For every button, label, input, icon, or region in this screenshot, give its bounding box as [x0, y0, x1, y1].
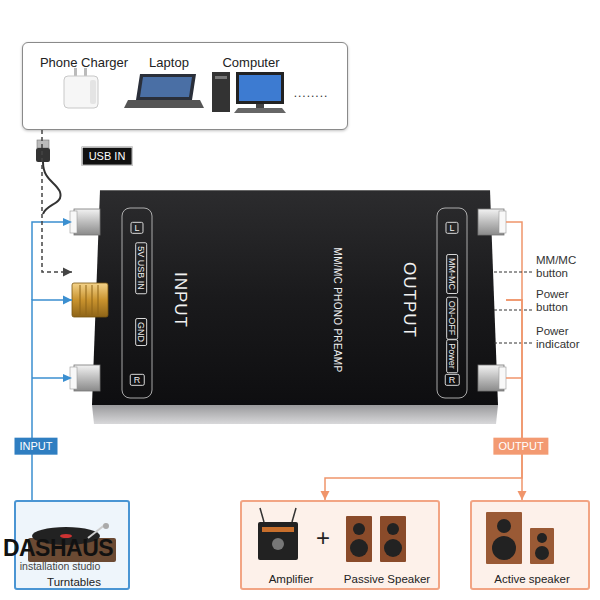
label-text: ON-OFF [446, 297, 458, 340]
rca-jack [70, 365, 100, 391]
label-text: Power indicator [536, 325, 598, 351]
device-edge-highlight [100, 190, 490, 191]
connector [42, 130, 72, 277]
node-text: Computer [222, 56, 279, 70]
output-branch-wire [506, 222, 522, 378]
node-text: ........ [294, 87, 329, 100]
connector-line [32, 300, 72, 500]
arrow-head [518, 491, 527, 500]
label-text: Power button [536, 288, 598, 314]
label-text: R [445, 374, 460, 386]
label-text: R [130, 374, 145, 386]
node-text: Passive Speaker [344, 573, 430, 586]
label-text: Power [446, 339, 458, 373]
label-text: OUTPUT [493, 438, 548, 455]
label-text: L [445, 222, 458, 234]
connector [506, 300, 527, 500]
label-text: installation studio [20, 560, 101, 572]
label-text: GND [135, 318, 147, 346]
rca-jack [478, 209, 506, 235]
label-text: L [130, 222, 143, 234]
panel-outline [437, 208, 467, 398]
rca-jack [70, 209, 100, 235]
label-text: MM-MC [446, 254, 458, 294]
connector [32, 296, 72, 501]
label-text: INPUT [15, 438, 58, 455]
arrow-head [63, 268, 72, 277]
rca-jack [478, 365, 506, 391]
panel-outline [122, 208, 152, 398]
label-text: OUTPUT [399, 262, 419, 338]
input-branch-wire [32, 222, 64, 378]
label-text: DASHAUS [3, 535, 113, 561]
label-text: + [316, 524, 330, 552]
connector [321, 300, 523, 500]
node-text: MM/MC PHONO PREAMP [332, 248, 343, 373]
connector-line [42, 130, 72, 272]
gnd-binding-post [72, 283, 108, 317]
label-text: MM/MC button [536, 254, 598, 280]
node-text: Turntables [47, 576, 101, 589]
device-front-face [92, 405, 498, 424]
node-text: Laptop [149, 56, 189, 70]
arrow-head [63, 218, 72, 226]
node-text: Amplifier [269, 573, 314, 586]
arrow-head [63, 296, 72, 305]
connector-line [506, 300, 522, 500]
device-top-face [92, 190, 498, 405]
usb-cable [36, 140, 61, 214]
label-text: INPUT [170, 272, 190, 328]
arrow-head [63, 374, 72, 382]
callout-leader [494, 272, 534, 343]
label-text: USB IN [82, 147, 133, 166]
node-text: Active speaker [494, 573, 569, 586]
arrow-head [321, 491, 330, 500]
connector-line [325, 300, 522, 500]
label-text: 5V USB IN [135, 242, 147, 294]
